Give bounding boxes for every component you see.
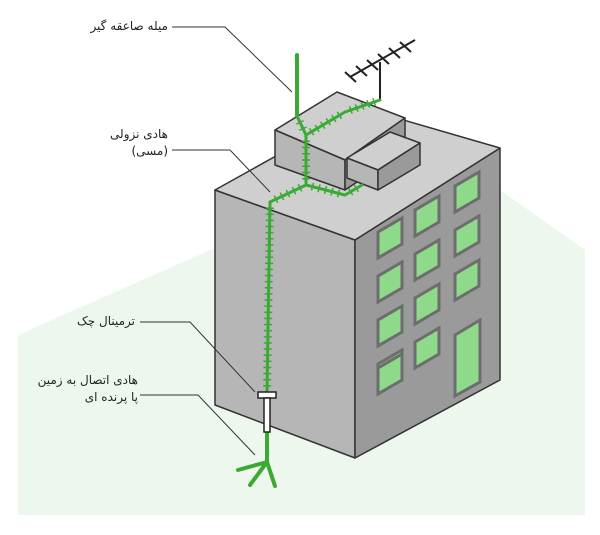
conductor-clips [263,97,377,387]
label-check-terminal-text: ترمینال چک [77,314,135,328]
leader-down-conductor [172,149,271,193]
conductor-clip [360,101,365,111]
check-terminal-symbol [257,391,277,433]
conductor-clip [366,99,371,109]
window [376,303,404,349]
conductor-clip [291,186,297,195]
leader-check-terminal [140,321,256,393]
label-earth-conductor-line1: هادی اتصال به زمین [37,373,138,387]
window [376,215,404,261]
window [453,213,481,259]
window [413,281,441,327]
label-down-conductor-line1: هادی نزولی [110,127,168,141]
leader-lines [140,26,293,456]
conductor-clip [320,121,326,129]
conductor-clip [353,184,360,193]
label-earth-conductor-line2: پا پرنده ای [84,390,138,404]
window [376,351,404,397]
window [376,259,404,305]
label-down-conductor: هادی نزولی (مسی) [110,126,168,160]
conductor-clip [285,189,291,198]
conductor-clip [279,192,285,201]
conductor-clip [354,103,359,113]
window [453,257,481,303]
window [413,193,441,239]
rooftop-small-box-front [377,142,421,191]
label-lightning-rod: میله صاعقه گیر [90,18,168,35]
earth-conductor [236,408,277,488]
label-down-conductor-line2: (مسی) [131,144,169,158]
window [413,237,441,283]
conductor-clip [299,126,307,132]
conductor-clip [317,184,321,193]
conductor-clip [323,185,328,195]
conductor-clip [336,111,343,120]
conductor-clip [308,127,315,136]
conductor-clip [372,97,377,107]
conductor-clip [314,124,320,133]
conductor-clip [336,189,341,198]
conductor-clip [310,182,315,191]
leader-lightning-rod [172,26,293,93]
rooftop-structures [274,91,421,191]
conductor-clip [273,195,279,204]
label-lightning-rod-text: میله صاعقه گیر [90,19,168,33]
windows [376,169,481,397]
window [453,169,481,215]
window [413,325,441,371]
label-check-terminal: ترمینال چک [77,313,135,330]
leader-earth-conductor [140,394,256,456]
conductor-clip [297,183,303,192]
tv-antenna [344,39,416,100]
conductor-clip [348,105,353,115]
front-door [453,317,482,399]
conductor-clip [331,114,337,123]
conductor-clip [296,119,304,125]
label-earth-conductor: هادی اتصال به زمین پا پرنده ای [38,372,138,406]
conductor-clip [330,187,334,196]
conductor-clip [347,187,354,196]
conductor-clip [325,118,331,126]
